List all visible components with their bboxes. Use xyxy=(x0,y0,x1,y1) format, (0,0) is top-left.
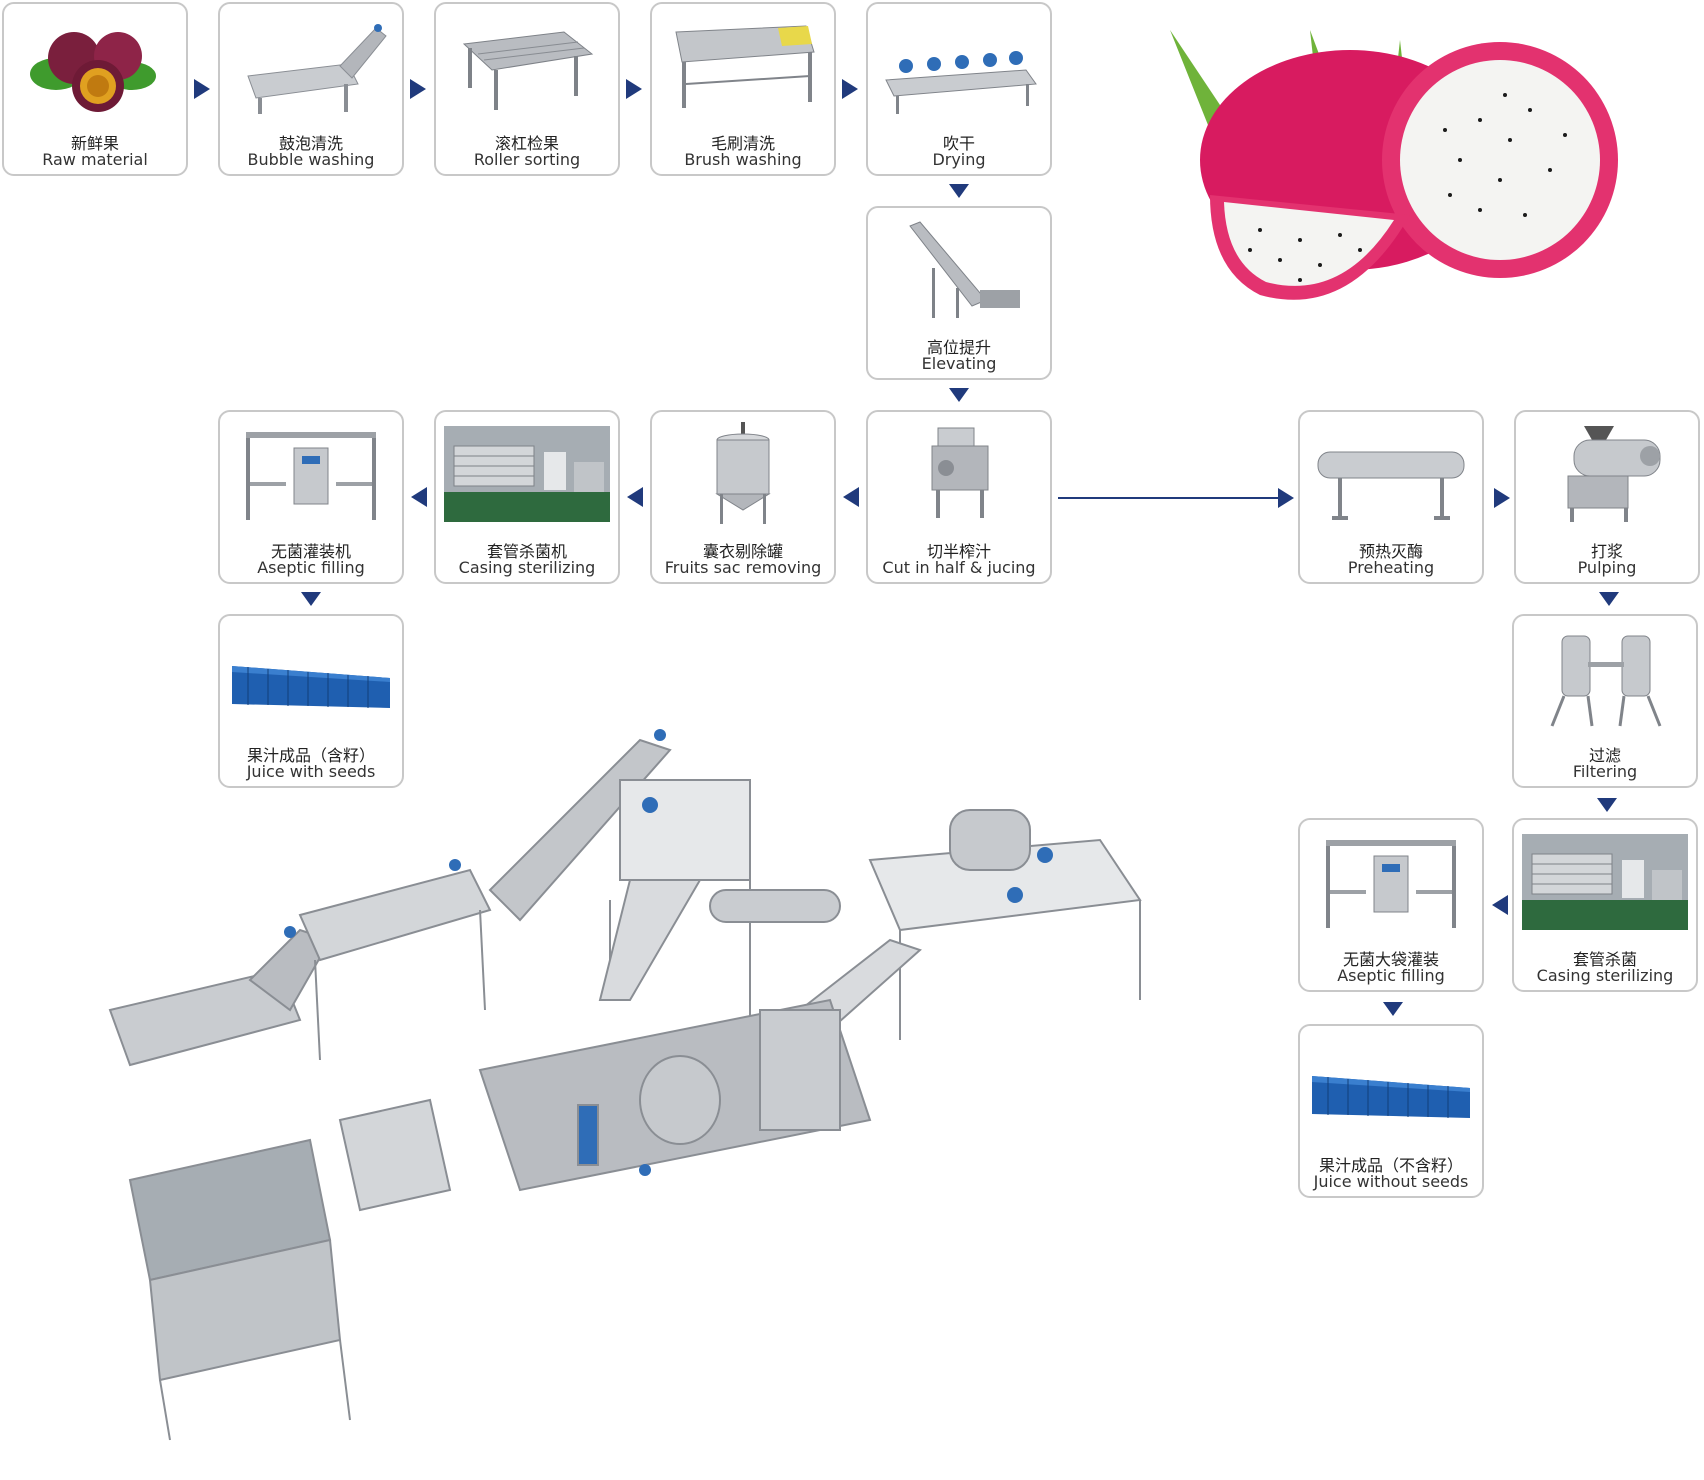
step-elevating: 高位提升 Elevating xyxy=(866,206,1052,380)
step-label-en: Casing sterilizing xyxy=(458,558,596,577)
step-label-cn: 高位提升 xyxy=(926,338,991,357)
step-fruit-sac-removing: 囊衣剔除罐 Fruits sac removing xyxy=(650,410,836,584)
step-label-cn: 套管杀菌机 xyxy=(486,542,567,561)
arrow-left xyxy=(627,487,643,507)
sterilizer-icon xyxy=(1522,834,1688,930)
step-label-en: Brush washing xyxy=(684,150,802,169)
step-bubble-washing: 鼓泡清洗 Bubble washing xyxy=(218,2,404,176)
step-cut-juicing: 切半榨汁 Cut in half & jucing xyxy=(866,410,1052,584)
step-label-en: Aseptic filling xyxy=(1337,966,1445,985)
pulper-icon xyxy=(1567,426,1661,522)
branch-connector xyxy=(1058,497,1278,499)
step-brush-washing: 毛刷清洗 Brush washing xyxy=(650,2,836,176)
arrow-down xyxy=(949,184,969,198)
step-label-en: Fruits sac removing xyxy=(664,558,822,577)
step-label-en: Cut in half & jucing xyxy=(882,558,1036,577)
step-label-cn: 无菌灌装机 xyxy=(270,542,351,561)
drums-icon xyxy=(1312,1076,1470,1118)
elevator-icon xyxy=(909,221,1020,318)
arrow-down xyxy=(949,388,969,402)
step-label-cn: 切半榨汁 xyxy=(926,542,991,561)
filler-icon xyxy=(246,432,376,520)
step-label-en: Bubble washing xyxy=(247,150,375,169)
step-label-en: Juice with seeds xyxy=(246,762,376,781)
production-line-illustration xyxy=(108,729,1142,1441)
arrow-left xyxy=(1492,895,1508,915)
sterilizer-icon xyxy=(444,426,610,522)
juicer-icon xyxy=(931,427,989,518)
preheater-icon xyxy=(1317,451,1465,520)
step-label-en: Roller sorting xyxy=(473,150,581,169)
step-aseptic-filling-2: 无菌大袋灌装 Aseptic filling xyxy=(1298,818,1484,992)
tank-icon xyxy=(715,422,771,524)
arrow-left xyxy=(411,487,427,507)
roller-sorter-icon xyxy=(462,31,594,110)
step-label-cn: 果汁成品（含籽） xyxy=(246,746,375,765)
step-juice-with-seeds: 果汁成品（含籽） Juice with seeds xyxy=(218,614,404,788)
step-label-cn: 滚杠检果 xyxy=(494,134,559,153)
arrow-right xyxy=(194,79,210,99)
arrow-right xyxy=(1494,488,1510,508)
step-label-cn: 打浆 xyxy=(1590,542,1623,561)
step-label-cn: 毛刷清洗 xyxy=(710,134,775,153)
step-label-cn: 鼓泡清洗 xyxy=(278,134,343,153)
step-label-cn: 囊衣剔除罐 xyxy=(702,542,783,561)
step-label-en: Filtering xyxy=(1572,762,1638,781)
step-label-cn: 预热灭酶 xyxy=(1358,542,1423,561)
step-casing-sterilizing-1: 套管杀菌机 Casing sterilizing xyxy=(434,410,620,584)
step-drying: 吹干 Drying xyxy=(866,2,1052,176)
step-preheating: 预热灭酶 Preheating xyxy=(1298,410,1484,584)
step-label-cn: 过滤 xyxy=(1588,746,1621,765)
step-label-en: Aseptic filling xyxy=(257,558,365,577)
dragon-fruit-illustration xyxy=(1170,30,1618,300)
fruit-icon xyxy=(30,32,156,112)
arrow-right xyxy=(626,79,642,99)
step-label-en: Elevating xyxy=(921,354,997,373)
step-filtering: 过滤 Filtering xyxy=(1512,614,1698,788)
step-casing-sterilizing-2: 套管杀菌 Casing sterilizing xyxy=(1512,818,1698,992)
step-label-cn: 无菌大袋灌装 xyxy=(1342,950,1439,969)
arrow-down xyxy=(1597,798,1617,812)
step-juice-without-seeds: 果汁成品（不含籽） Juice without seeds xyxy=(1298,1024,1484,1198)
step-label-en: Raw material xyxy=(42,150,148,169)
step-label-cn: 新鲜果 xyxy=(70,134,119,153)
arrow-right xyxy=(842,79,858,99)
arrow-right xyxy=(410,79,426,99)
step-pulping: 打浆 Pulping xyxy=(1514,410,1700,584)
drums-icon xyxy=(232,666,390,708)
arrow-left xyxy=(843,487,859,507)
step-label-cn: 吹干 xyxy=(942,134,975,153)
step-roller-sorting: 滚杠检果 Roller sorting xyxy=(434,2,620,176)
air-dryer-icon xyxy=(885,51,1037,114)
arrow-down xyxy=(1383,1002,1403,1016)
step-label-cn: 套管杀菌 xyxy=(1572,950,1637,969)
filler-icon xyxy=(1326,840,1456,928)
arrow-right xyxy=(1278,488,1294,508)
bubble-washer-icon xyxy=(247,24,387,114)
arrow-down xyxy=(1599,592,1619,606)
step-label-en: Preheating xyxy=(1347,558,1435,577)
step-raw-material: 新鲜果 Raw material xyxy=(2,2,188,176)
brush-washer-icon xyxy=(675,25,815,108)
step-aseptic-filling-1: 无菌灌装机 Aseptic filling xyxy=(218,410,404,584)
step-label-en: Drying xyxy=(932,150,986,169)
step-label-en: Juice without seeds xyxy=(1313,1172,1469,1191)
arrow-down xyxy=(301,592,321,606)
filter-icon xyxy=(1550,635,1662,727)
step-label-cn: 果汁成品（不含籽） xyxy=(1318,1156,1463,1175)
step-label-en: Casing sterilizing xyxy=(1536,966,1674,985)
step-label-en: Pulping xyxy=(1577,558,1637,577)
